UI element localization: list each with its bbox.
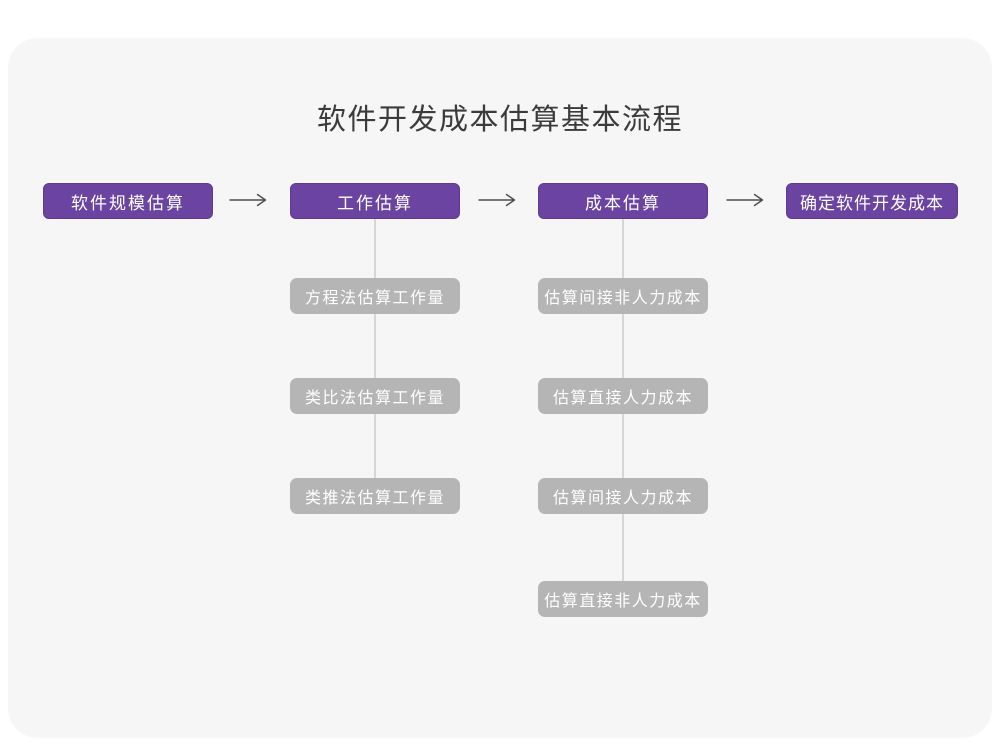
connector-line-work-column	[374, 219, 376, 482]
substep-node-analogy-method: 类比法估算工作量	[290, 378, 460, 414]
substep-node-indirect-labor-cost: 估算间接人力成本	[538, 478, 708, 514]
substep-node-direct-nonlabor-cost: 估算直接非人力成本	[538, 581, 708, 617]
stage-node-cost-estimation: 成本估算	[538, 183, 708, 219]
arrow-right-icon	[726, 193, 764, 207]
diagram-title: 软件开发成本估算基本流程	[316, 104, 683, 136]
arrow-right-icon	[229, 193, 267, 207]
diagram-panel	[8, 38, 992, 738]
substep-node-extrapolation-method: 类推法估算工作量	[290, 478, 460, 514]
stage-node-software-scale-estimation: 软件规模估算	[43, 183, 213, 219]
stage-node-determine-development-cost: 确定软件开发成本	[786, 183, 958, 219]
stage-node-work-estimation: 工作估算	[290, 183, 460, 219]
substep-node-indirect-nonlabor-cost: 估算间接非人力成本	[538, 278, 708, 314]
substep-node-equation-method: 方程法估算工作量	[290, 278, 460, 314]
substep-node-direct-labor-cost: 估算直接人力成本	[538, 378, 708, 414]
arrow-right-icon	[478, 193, 516, 207]
